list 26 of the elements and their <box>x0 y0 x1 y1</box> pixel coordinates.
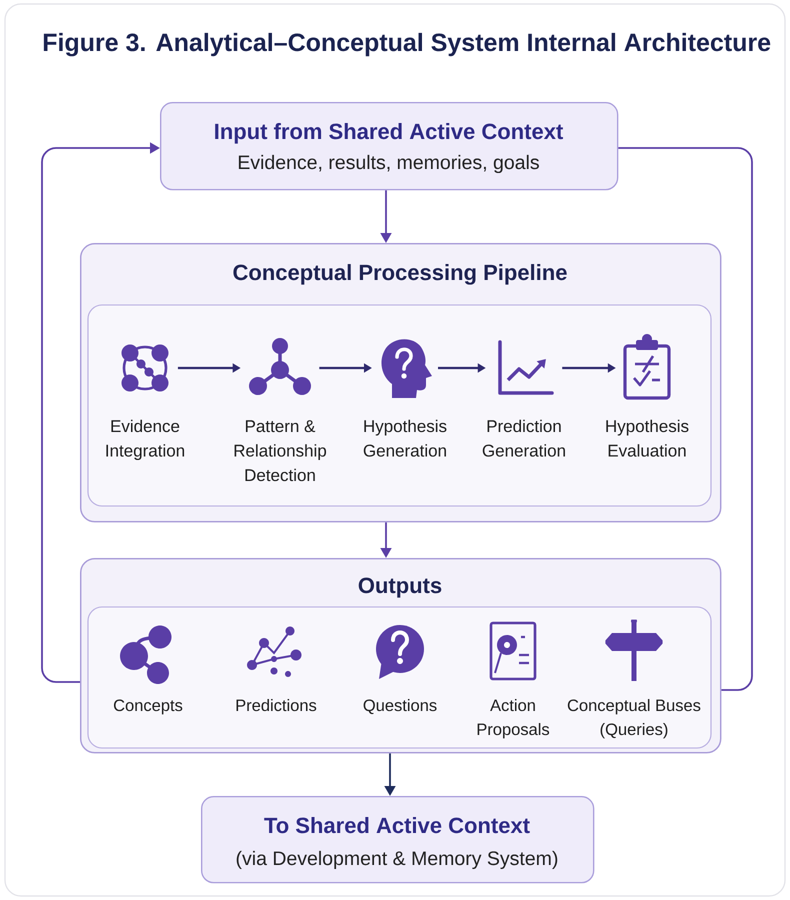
output-label: Conceptual Buses (Queries) <box>568 699 700 738</box>
line-chart-icon <box>498 340 554 395</box>
inner-panel <box>87 304 712 507</box>
head-question-icon <box>382 339 432 398</box>
speech-bubble-question-icon <box>376 625 424 679</box>
connector-line <box>618 147 753 691</box>
step-label: Hypothesis Evaluation <box>606 420 688 457</box>
document-icon <box>490 622 536 680</box>
output-label: Predictions <box>236 699 316 712</box>
scatter-plot-icon <box>247 626 302 677</box>
step-label: Hypothesis Generation <box>364 420 446 457</box>
output-label: Concepts <box>114 699 182 714</box>
step-label: Pattern & Relationship Detection <box>234 420 326 482</box>
signpost-icon <box>605 620 663 681</box>
output-label: Questions <box>364 699 437 714</box>
clipboard-check-icon <box>623 334 671 400</box>
process-box: Input from Shared Active Context Evidence, results, memories, goals <box>160 102 618 190</box>
molecule-icon <box>249 338 311 395</box>
linked-circles-icon <box>120 626 172 684</box>
step-label: Prediction Generation <box>482 420 565 457</box>
process-box: To Shared Active Context (via Development & Memory System) <box>201 796 594 884</box>
inner-panel <box>87 606 712 749</box>
figure-title: Figure 3. Analytical–Conceptual System Internal Architecture <box>44 32 770 56</box>
network-icon <box>122 344 168 392</box>
output-label: Action Proposals <box>478 699 550 738</box>
step-label: Evidence Integration <box>106 420 184 460</box>
